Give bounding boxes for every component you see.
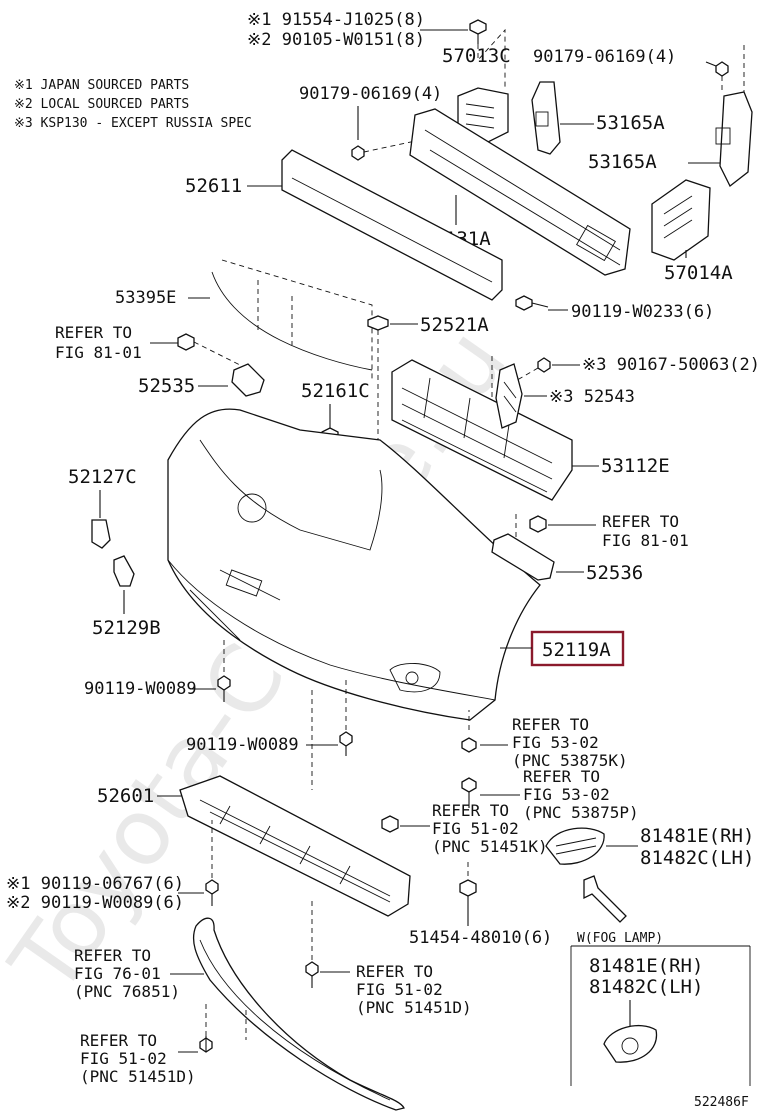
figure-id: 522486F bbox=[694, 1095, 749, 1110]
fog-cover-with-lamp-icon bbox=[603, 1024, 658, 1063]
label-52129b[interactable]: 52129B bbox=[92, 617, 161, 639]
refer-fig-51-02-k-line2[interactable]: FIG 51-02 bbox=[432, 819, 519, 838]
label-57013c[interactable]: 57013C bbox=[442, 45, 511, 67]
label-90119-w0089-c[interactable]: ※2 90119-W0089(6) bbox=[6, 893, 184, 913]
bracket-57013c-icon bbox=[457, 87, 509, 143]
label-81482c-lh-fog[interactable]: 81482C(LH) bbox=[589, 976, 703, 998]
refer-fig-51-02-d-left-line3[interactable]: (PNC 51451D) bbox=[80, 1067, 196, 1086]
bolt-90119-w0089-b-icon bbox=[339, 731, 353, 756]
refer-fig-51-02-d-center-line1[interactable]: REFER TO bbox=[356, 962, 433, 981]
refer-fig-51-02-d-center-line3[interactable]: (PNC 51451D) bbox=[356, 998, 472, 1017]
bolt-51451d-left-icon bbox=[199, 1036, 213, 1053]
label-90167-50063[interactable]: ※3 90167-50063(2) bbox=[582, 355, 760, 375]
nut-90179-left-icon bbox=[351, 145, 365, 161]
label-52521a[interactable]: 52521A bbox=[420, 314, 489, 336]
refer-fig-53-02-p-line3[interactable]: (PNC 53875P) bbox=[523, 803, 639, 822]
fog-lamp-variant-box: W(FOG LAMP) 81481E(RH) 81482C(LH) bbox=[570, 931, 751, 1086]
nut-90179-right-icon bbox=[715, 61, 729, 77]
refer-fig-53-02-k-line3[interactable]: (PNC 53875K) bbox=[512, 751, 628, 770]
cover-52543-icon bbox=[495, 363, 523, 429]
bolt-90119-06767-icon bbox=[205, 879, 219, 906]
bracket-52129b-icon bbox=[113, 555, 135, 587]
bracket-52535-icon bbox=[231, 363, 265, 397]
label-52543[interactable]: ※3 52543 bbox=[549, 387, 635, 407]
refer-fig-53-02-p-line2[interactable]: FIG 53-02 bbox=[523, 785, 610, 804]
refer-fig-51-02-k-line1[interactable]: REFER TO bbox=[432, 801, 509, 820]
label-81481e-rh-fog[interactable]: 81481E(RH) bbox=[589, 955, 703, 977]
label-90179-06169-left[interactable]: 90179-06169(4) bbox=[299, 84, 442, 104]
label-90119-w0233[interactable]: 90119-W0233(6) bbox=[571, 302, 714, 322]
arrow-up-icon bbox=[583, 875, 627, 923]
bolt-51451d-center-icon bbox=[305, 961, 319, 988]
bolt-fig81-left-icon bbox=[177, 333, 195, 351]
label-52127c[interactable]: 52127C bbox=[68, 466, 137, 488]
label-52601[interactable]: 52601 bbox=[97, 785, 154, 807]
label-81481e-rh[interactable]: 81481E(RH) bbox=[640, 825, 754, 847]
lower-spoiler-icon bbox=[192, 917, 405, 1111]
refer-fig-81-01-left-line2[interactable]: FIG 81-01 bbox=[55, 343, 142, 362]
bracket-52127c-icon bbox=[91, 519, 111, 549]
fog-cover-81481e-icon bbox=[545, 827, 605, 865]
screw-90167-icon bbox=[537, 357, 551, 373]
refer-fig-81-01-left-line1[interactable]: REFER TO bbox=[55, 323, 132, 342]
refer-fig-51-02-d-center-line2[interactable]: FIG 51-02 bbox=[356, 980, 443, 999]
label-57014a[interactable]: 57014A bbox=[664, 262, 733, 284]
screw-fig81-right-icon bbox=[529, 515, 547, 533]
refer-fig-51-02-d-left-line1[interactable]: REFER TO bbox=[80, 1031, 157, 1050]
absorber-52611-icon bbox=[281, 149, 503, 301]
refer-fig-81-01-right-line2[interactable]: FIG 81-01 bbox=[602, 531, 689, 550]
clip-53875k-icon bbox=[461, 737, 477, 753]
grille-53112e-icon bbox=[391, 359, 573, 501]
label-90105-w0151[interactable]: ※2 90105-W0151(8) bbox=[247, 30, 425, 50]
label-81482c-lh[interactable]: 81482C(LH) bbox=[640, 847, 754, 869]
bumper-cover-52119a-icon bbox=[167, 408, 541, 721]
label-91554-j1025[interactable]: ※1 91554-J1025(8) bbox=[247, 10, 425, 30]
refer-fig-81-01-right-line1[interactable]: REFER TO bbox=[602, 512, 679, 531]
clip-51451k-icon bbox=[381, 815, 399, 833]
label-53165a-lower[interactable]: 53165A bbox=[588, 151, 657, 173]
label-53395e[interactable]: 53395E bbox=[115, 288, 176, 308]
bracket-57014a-icon bbox=[651, 179, 711, 261]
refer-fig-76-01-line1[interactable]: REFER TO bbox=[74, 946, 151, 965]
reinforcement-52131a-icon bbox=[409, 108, 631, 276]
bracket-53165a-left-icon bbox=[531, 81, 561, 155]
refer-fig-51-02-d-left-line2[interactable]: FIG 51-02 bbox=[80, 1049, 167, 1068]
label-52536[interactable]: 52536 bbox=[586, 562, 643, 584]
bolt-91554-icon bbox=[469, 19, 487, 44]
label-90179-06169-right[interactable]: 90179-06169(4) bbox=[533, 47, 676, 67]
bracket-52536-icon bbox=[491, 533, 555, 581]
bolt-90119-w0233-icon bbox=[515, 295, 549, 311]
refer-fig-51-02-k-line3[interactable]: (PNC 51451K) bbox=[432, 837, 548, 856]
label-53165a-upper[interactable]: 53165A bbox=[596, 112, 665, 134]
label-51454-48010[interactable]: 51454-48010(6) bbox=[409, 928, 552, 948]
label-53112e[interactable]: 53112E bbox=[601, 455, 670, 477]
molding-53395e-icon bbox=[211, 271, 373, 371]
refer-fig-76-01-line2[interactable]: FIG 76-01 bbox=[74, 964, 161, 983]
refer-fig-53-02-p-line1[interactable]: REFER TO bbox=[523, 767, 600, 786]
label-90119-w0089-b[interactable]: 90119-W0089 bbox=[186, 735, 299, 755]
bolt-90119-w0089-a-icon bbox=[217, 675, 231, 702]
support-52601-icon bbox=[179, 775, 411, 917]
refer-fig-76-01-line3[interactable]: (PNC 76851) bbox=[74, 982, 180, 1001]
refer-fig-53-02-k-line2[interactable]: FIG 53-02 bbox=[512, 733, 599, 752]
label-52161c[interactable]: 52161C bbox=[301, 380, 370, 402]
note-ksp130: ※3 KSP130 - EXCEPT RUSSIA SPEC bbox=[14, 116, 252, 131]
note-japan-sourced: ※1 JAPAN SOURCED PARTS bbox=[14, 78, 189, 93]
bracket-53165a-right-icon bbox=[715, 91, 753, 187]
note-local-sourced: ※2 LOCAL SOURCED PARTS bbox=[14, 97, 189, 112]
refer-fig-53-02-k-line1[interactable]: REFER TO bbox=[512, 715, 589, 734]
clip-52521a-icon bbox=[367, 315, 389, 331]
clip-53875p-icon bbox=[461, 777, 477, 808]
label-52119a[interactable]: 52119A bbox=[542, 639, 611, 661]
clip-51454-48010-icon bbox=[459, 879, 477, 926]
label-52535[interactable]: 52535 bbox=[138, 375, 195, 397]
label-90119-06767[interactable]: ※1 90119-06767(6) bbox=[6, 874, 184, 894]
label-90119-w0089-a[interactable]: 90119-W0089 bbox=[84, 679, 197, 699]
label-fog-lamp-variant: W(FOG LAMP) bbox=[577, 931, 663, 946]
label-52611[interactable]: 52611 bbox=[185, 175, 242, 197]
